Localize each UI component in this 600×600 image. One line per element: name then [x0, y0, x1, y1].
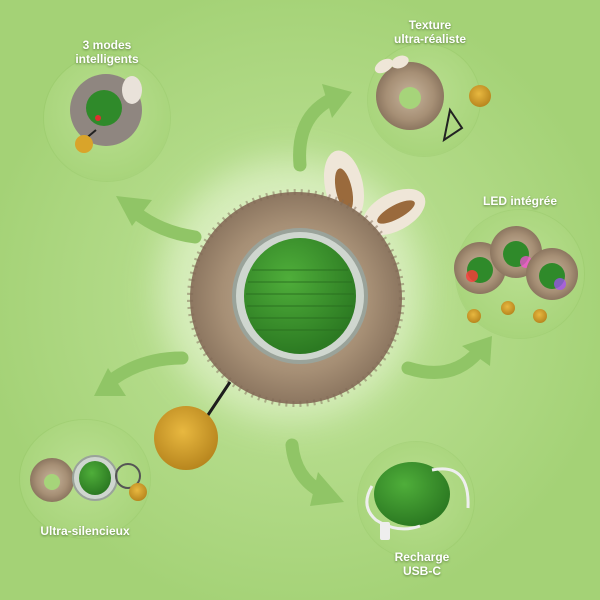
silent-toy-parts-icon: [30, 455, 147, 502]
arrow-to-silent-icon: [94, 351, 189, 396]
label-led: LED intégrée: [482, 194, 557, 208]
label-texture: Texture ultra-réaliste: [393, 18, 467, 46]
pompom-icon: [154, 406, 218, 470]
texture-toy-icon: [374, 55, 491, 143]
label-silent: Ultra-silencieux: [40, 524, 130, 538]
main-toy: [154, 150, 426, 470]
arrow-to-charge-icon: [285, 438, 344, 506]
label-modes: 3 modes intelligents: [75, 38, 139, 66]
label-charge: Recharge USB-C: [394, 550, 450, 578]
charge-toy-icon: [365, 462, 470, 540]
arrow-to-texture-icon: [293, 84, 352, 172]
green-ball-icon: [244, 238, 356, 354]
arrow-to-modes-icon: [116, 196, 202, 244]
led-toys-icon: [454, 226, 578, 323]
ear-right-icon: [362, 188, 426, 236]
arrow-to-led-icon: [401, 336, 492, 379]
usb-c-plug-icon: [380, 522, 390, 540]
tail-cord: [204, 381, 232, 419]
modes-toy-icon: [70, 74, 142, 153]
